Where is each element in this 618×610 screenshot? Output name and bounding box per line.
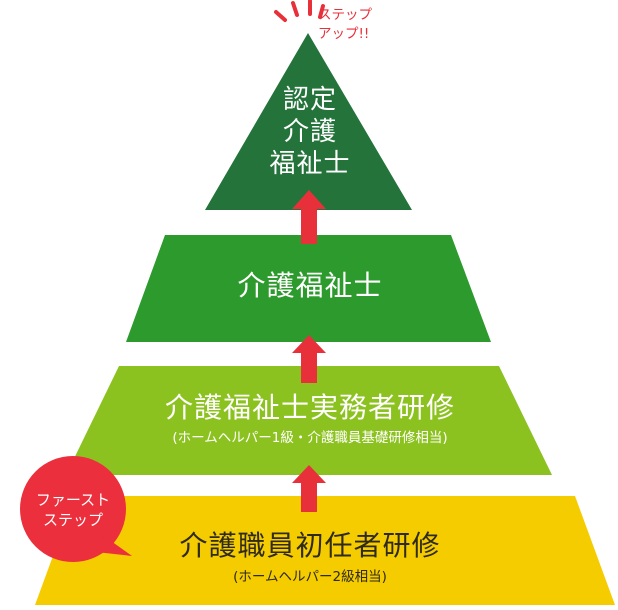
burst-lines-icon — [274, 0, 325, 22]
arrow-up-icon — [292, 190, 326, 244]
tier-1-title: 介護職員初任者研修 — [179, 529, 441, 562]
tier-1-subtitle: (ホームヘルパー2級相当) — [233, 569, 387, 585]
first-step-label: ファースト ステップ — [35, 491, 111, 529]
tier-4-title: 認定 介護 福祉士 — [269, 85, 351, 179]
tier-3-title: 介護福祉士 — [237, 269, 383, 302]
tier-2-subtitle: (ホームヘルパー1級・介護職員基礎研修相当) — [172, 430, 448, 446]
tier-1-band — [35, 496, 615, 605]
arrow-up-icon — [292, 465, 326, 512]
arrow-up-icon — [292, 335, 326, 383]
first-step-badge — [20, 456, 132, 562]
tier-4-band — [205, 33, 412, 210]
tier-3-band — [126, 235, 491, 342]
step-up-label: ステップ アップ!! — [318, 7, 372, 42]
tier-2-title: 介護福祉士実務者研修 — [164, 391, 455, 424]
tier-2-band — [66, 366, 552, 475]
